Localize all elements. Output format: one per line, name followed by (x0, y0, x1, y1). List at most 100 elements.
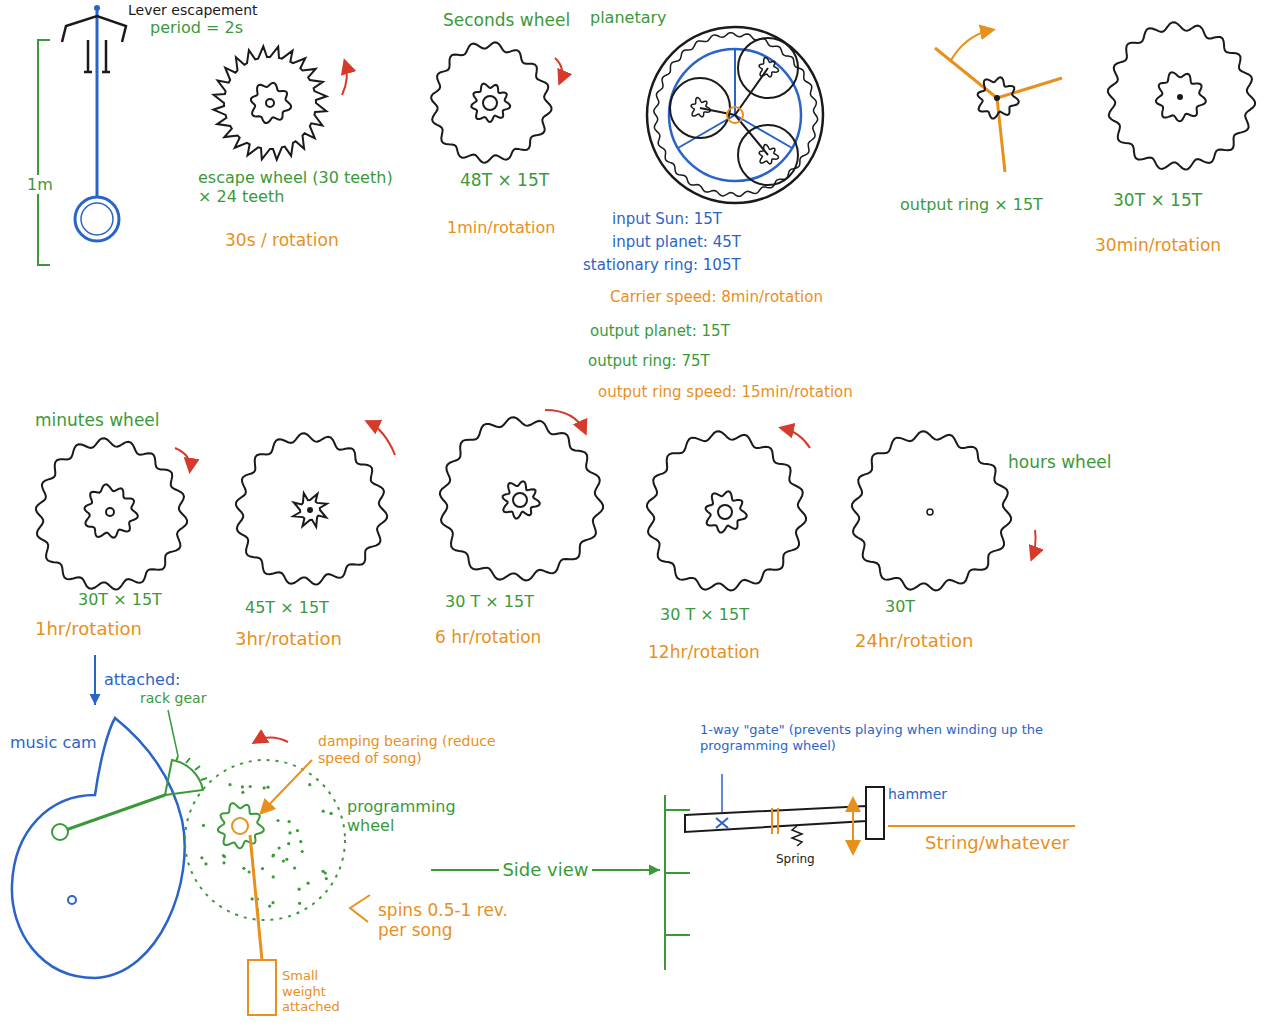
program-pin (308, 783, 311, 786)
gear-caption: 30min/rotation (1095, 235, 1221, 255)
gear-caption: input Sun: 15T (612, 210, 722, 228)
gear-wheel (647, 431, 806, 590)
program-pin (307, 882, 310, 885)
axle (718, 505, 732, 519)
planet-pinion (691, 98, 710, 117)
gear-caption: 1m (24, 175, 56, 194)
program-pin (278, 846, 281, 849)
cam-axle (68, 896, 76, 904)
program-pin (222, 861, 225, 864)
annotation: Spring (776, 852, 815, 866)
gear-node: 30 T × 15T 12hr/rotation (640, 420, 815, 670)
program-pin (241, 785, 244, 788)
program-pin (241, 791, 244, 794)
string (888, 825, 1075, 827)
gear-node: 30 T × 15T6 hr/rotation (435, 415, 610, 655)
program-pin (266, 786, 269, 789)
program-pin (261, 867, 264, 870)
annotation: rack gear (140, 690, 206, 707)
gear-caption: music cam (10, 733, 97, 752)
gear-node: Lever escapementperiod = 2s 1m (20, 0, 262, 270)
program-pin (263, 786, 266, 789)
gear-caption: programming wheel (347, 797, 427, 835)
gear-caption: Lever escapement (128, 2, 258, 19)
length-bracket (38, 40, 50, 265)
gear-caption: output planet: 15T (590, 322, 730, 340)
gear-node: minutes wheel30T × 15T1hr/rotation (15, 405, 205, 655)
pinion (251, 83, 291, 123)
hammer-head (866, 787, 884, 839)
gear-caption: 48T × 15T (460, 170, 549, 190)
program-pin (287, 842, 290, 845)
ring-outer (647, 27, 823, 203)
rotation-arrow (1032, 530, 1036, 558)
gear-caption: period = 2s (150, 18, 243, 37)
pinion (471, 84, 510, 122)
gear-caption: hammer (888, 786, 947, 803)
program-pin (298, 902, 301, 905)
axle (927, 509, 933, 515)
gear-caption: minutes wheel (35, 410, 160, 430)
gear-caption: Seconds wheel (443, 10, 570, 30)
axle (106, 508, 114, 516)
pivot-dot (94, 5, 100, 11)
program-pin (272, 875, 275, 878)
frame (665, 795, 690, 970)
rotation-arrow (255, 738, 288, 743)
pivot (772, 808, 778, 834)
gear-caption: escape wheel (30 teeth) × 24 teeth (198, 168, 393, 206)
program-pin (296, 829, 299, 832)
connector-label: attached: (101, 670, 183, 689)
gear-node: 45T × 15T3hr/rotation (235, 420, 400, 655)
planet-pinion (759, 145, 778, 164)
connector (90, 655, 101, 705)
blue-ring (669, 49, 801, 181)
gear-caption: 24hr/rotation (855, 630, 973, 652)
axle (513, 493, 527, 507)
rotation-arrow (175, 448, 190, 470)
program-pin (322, 810, 325, 813)
annotation: String/whatever (925, 832, 1069, 854)
gear-caption: input planet: 45T (612, 233, 741, 251)
rotation-arrow (950, 30, 992, 62)
pinion (1156, 72, 1206, 121)
program-pin (330, 812, 333, 815)
program-pin (288, 820, 291, 823)
lever-escapement (62, 16, 126, 72)
rotation-arrow (555, 58, 562, 82)
output-carrier (935, 48, 1062, 172)
axle (1177, 94, 1183, 100)
follower-arm (60, 795, 165, 832)
annotation: 1-way "gate" (prevents playing when wind… (700, 722, 1090, 753)
gear-wheel (1108, 22, 1255, 169)
annotation: spins 0.5-1 rev. per song (378, 900, 528, 941)
annotation: Small weight attached (282, 968, 352, 1015)
axle (483, 96, 497, 110)
axle (994, 95, 1000, 101)
wheel-pinion (218, 803, 264, 848)
leader-line (168, 710, 178, 756)
program-pin (200, 856, 203, 859)
program-pin (272, 853, 275, 856)
motion-arrow (852, 800, 854, 852)
program-pin (249, 785, 252, 788)
program-pin (325, 877, 328, 880)
program-pin (282, 860, 285, 863)
axle (266, 99, 274, 107)
seconds-wheel (431, 42, 551, 162)
program-pin (298, 888, 301, 891)
gear-node: planetaryinput Sun: 15Tinput planet: 45T… (580, 0, 898, 410)
gear-node: hammer (660, 780, 1090, 970)
program-pin (204, 862, 207, 865)
rack-gear (165, 756, 207, 795)
gear-wheel (440, 417, 603, 580)
gear-node: escape wheel (30 teeth) × 24 teeth30s / … (195, 40, 397, 260)
gear-caption: 12hr/rotation (648, 642, 760, 662)
program-pin (271, 901, 274, 904)
gear-caption: stationary ring: 105T (583, 256, 741, 274)
program-pin (301, 850, 304, 853)
gear-caption: 6 hr/rotation (435, 627, 541, 647)
gear-caption: 30 T × 15T (660, 605, 749, 624)
pendulum-bob (75, 197, 119, 241)
gear-caption: output ring: 75T (588, 352, 710, 370)
